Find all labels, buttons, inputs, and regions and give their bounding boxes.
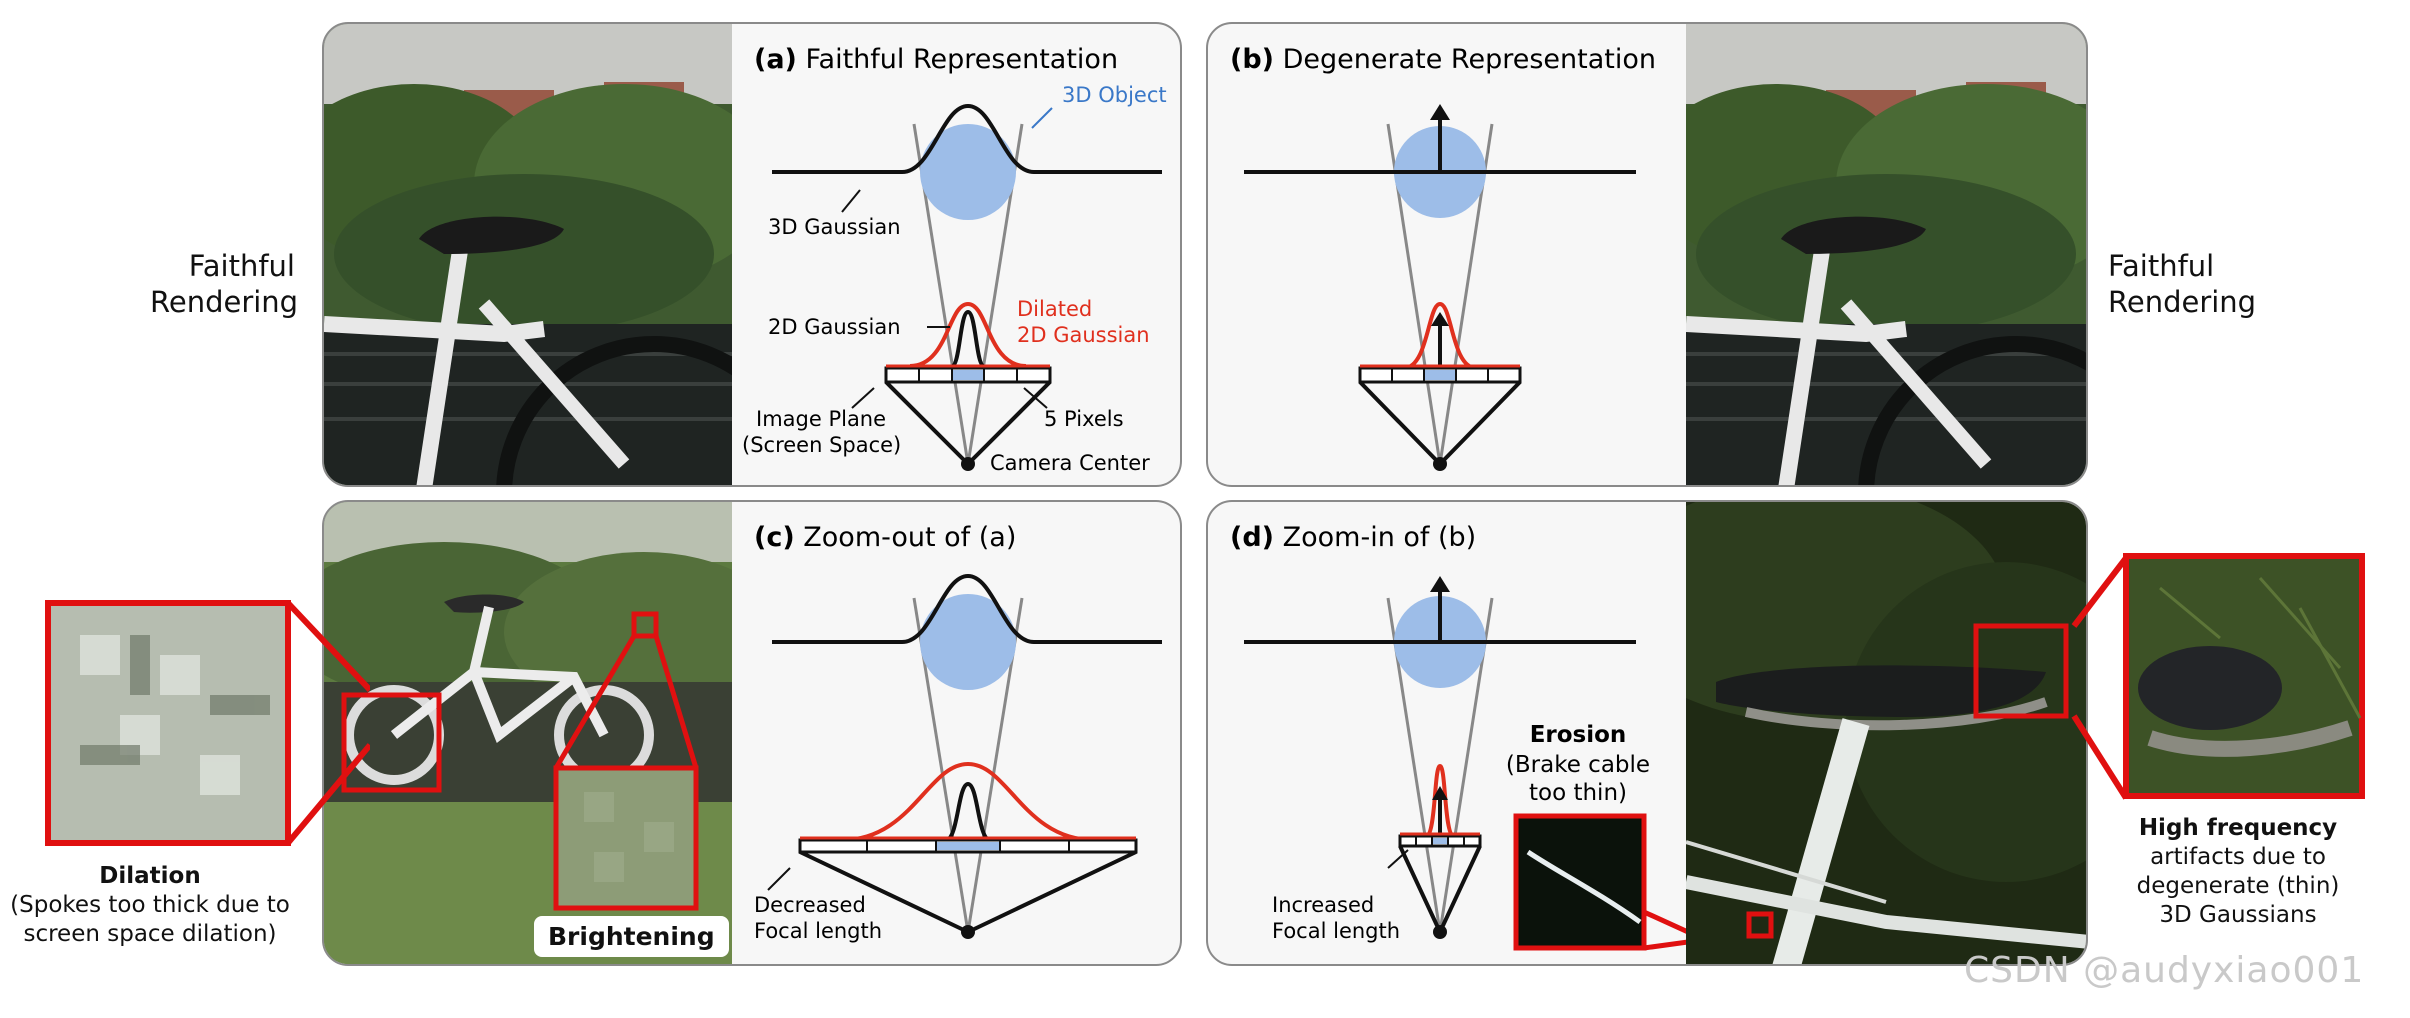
- brightening-inset: [553, 765, 699, 911]
- dilation-caption: Dilation (Spokes too thick due to screen…: [10, 863, 290, 947]
- bicycle-photo-d: [1686, 502, 2086, 964]
- label-dilated-2: 2D Gaussian: [1017, 323, 1150, 347]
- label-3d-gaussian: 3D Gaussian: [768, 215, 901, 239]
- panel-b: (b) Degenerate Representation: [1206, 22, 2088, 487]
- dilation-zoom-box: [341, 692, 442, 793]
- erosion-zoom-box: [1746, 911, 1774, 939]
- label-decreased-1: Decreased: [754, 893, 866, 917]
- panel-d: (d) Zoom-in of (b) Increased Foca: [1206, 500, 2088, 966]
- diagram-d: (d) Zoom-in of (b) Increased Foca: [1208, 502, 1690, 964]
- label-increased-2: Focal length: [1272, 919, 1400, 943]
- label-decreased-2: Focal length: [754, 919, 882, 943]
- label-camera-center: Camera Center: [990, 451, 1150, 475]
- panel-c: Brightening (c) Zoom-out of (a) Decrease…: [322, 500, 1182, 966]
- brightening-zoom-box: [631, 611, 659, 639]
- high-freq-caption: High frequency artifacts due to degenera…: [2136, 815, 2340, 928]
- faithful-rendering-label-left: Faithful Rendering: [150, 249, 299, 319]
- label-2d-gaussian: 2D Gaussian: [768, 315, 901, 339]
- high-freq-zoom-box: [1973, 623, 2069, 719]
- diagram-a: (a) Faithful Representation 3D Object 3D…: [732, 24, 1180, 485]
- bicycle-photo-a: [324, 24, 732, 485]
- label-image-plane-2: (Screen Space): [742, 433, 901, 457]
- label-image-plane-1: Image Plane: [756, 407, 886, 431]
- label-increased-1: Increased: [1272, 893, 1374, 917]
- diagram-c: (c) Zoom-out of (a) Decreased Focal leng…: [732, 502, 1180, 964]
- panel-c-title: (c) Zoom-out of (a): [754, 522, 1016, 553]
- watermark: CSDN @audyxiao001: [1964, 950, 2365, 991]
- bicycle-photo-b: [1686, 24, 2086, 485]
- erosion-line-1: (Brake cable: [1506, 752, 1650, 778]
- bicycle-photo-c: [324, 502, 732, 964]
- erosion-title: Erosion: [1530, 722, 1627, 748]
- erosion-line-2: too thin): [1529, 780, 1627, 806]
- object-3d-circle: [920, 124, 1016, 220]
- high-freq-callout: [2071, 553, 2365, 800]
- panel-a-title: (a) Faithful Representation: [754, 44, 1118, 75]
- diagram-b: (b) Degenerate Representation: [1208, 24, 1688, 485]
- panel-a: (a) Faithful Representation 3D Object 3D…: [322, 22, 1182, 487]
- panel-d-title: (d) Zoom-in of (b): [1230, 522, 1476, 553]
- label-3d-object: 3D Object: [1062, 83, 1167, 107]
- faithful-rendering-label-right: Faithful Rendering: [2108, 249, 2257, 319]
- panel-b-title: (b) Degenerate Representation: [1230, 44, 1656, 75]
- brightening-label: Brightening: [534, 916, 729, 957]
- label-5-pixels: 5 Pixels: [1044, 407, 1124, 431]
- dilation-callout: [45, 600, 370, 846]
- label-dilated-1: Dilated: [1017, 297, 1092, 321]
